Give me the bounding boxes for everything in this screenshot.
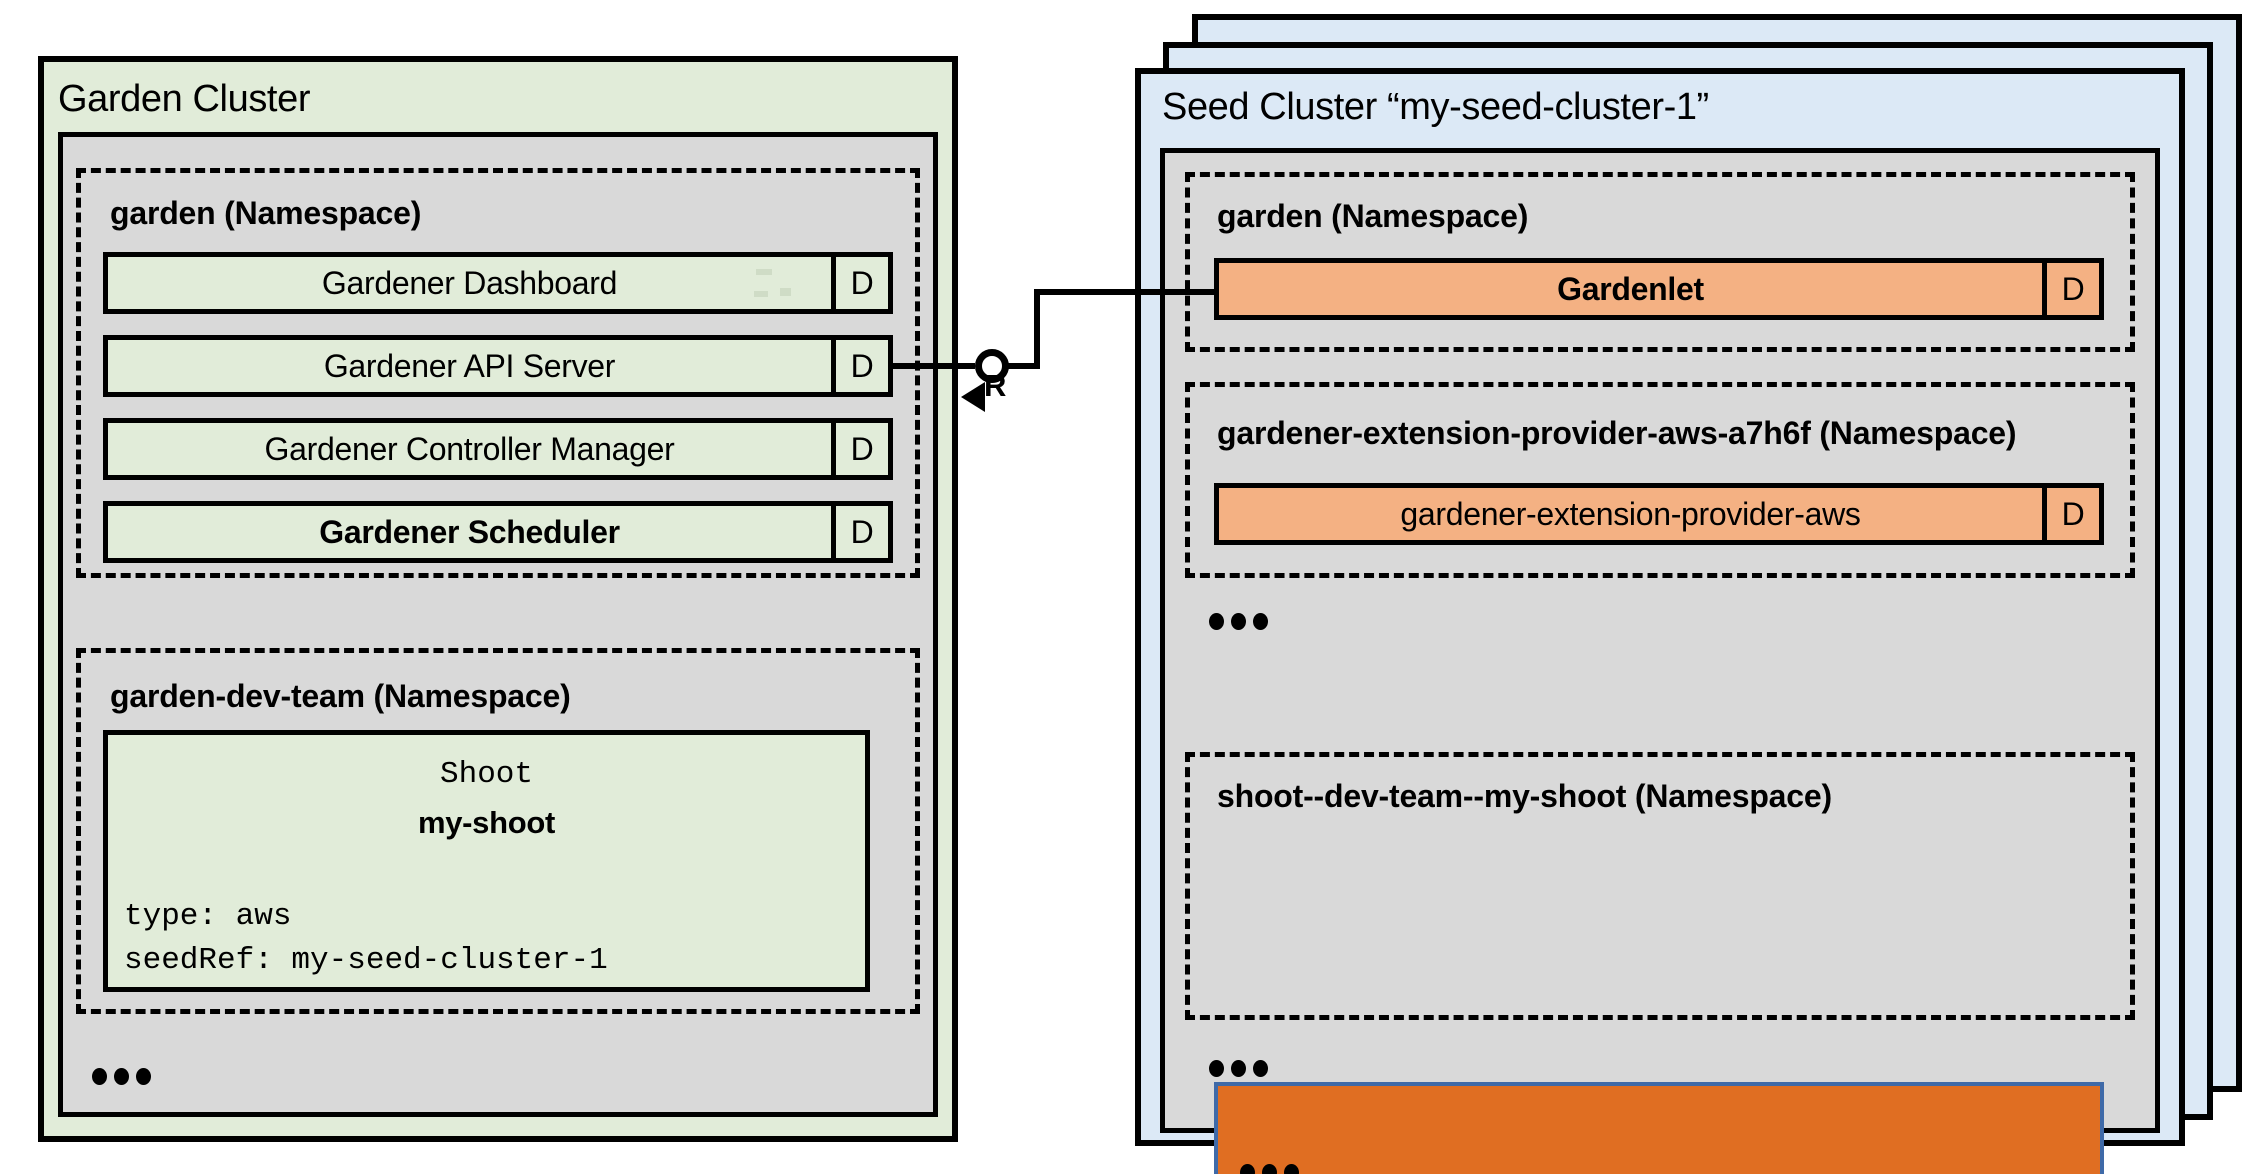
seed-shoot-namespace-box [1185,752,2135,1020]
component-label: Gardener Dashboard [321,264,618,301]
deployment-badge: D [2042,263,2099,315]
garden-cluster-title: Garden Cluster [58,78,311,120]
garden-cluster-more-indicator [92,1068,151,1085]
render-artifact-mark [756,269,772,275]
component-label: Gardener Scheduler [319,513,620,550]
deployment-badge: D [2042,488,2099,540]
garden-namespace-box [76,168,920,578]
render-artifact-mark [754,291,768,297]
connector-relation-label: R [984,368,1007,403]
component-label: gardener-extension-provider-aws [1400,495,1861,532]
component-gardenlet[interactable]: Gardenlet D [1214,258,2104,320]
shoot-resource-name: my-shoot [417,805,556,840]
shoot-cluster-control-plane[interactable]: Shoot Cluster Control Plane [1214,1082,2104,1174]
component-gardener-scheduler[interactable]: Gardener Scheduler D [103,501,893,563]
seed-cluster-title: Seed Cluster “my-seed-cluster-1” [1162,86,1709,128]
seed-cluster-more-indicator-middle [1209,613,1268,630]
component-body: Gardener Controller Manager [108,423,831,475]
seed-extension-namespace-box [1185,382,2135,578]
shoot-resource-kind: Shoot [439,757,533,792]
deployment-badge: D [831,423,888,475]
render-artifact-mark [780,288,791,296]
garden-dev-team-namespace-label: garden-dev-team (Namespace) [110,678,571,714]
component-body: Gardener Scheduler [108,506,831,558]
connector-segment-top-run [1034,289,1216,295]
component-gardener-api-server[interactable]: Gardener API Server D [103,335,893,397]
shoot-resource-card[interactable]: Shoot my-shoot type: aws seedRef: my-see… [103,730,870,992]
component-gardener-controller-manager[interactable]: Gardener Controller Manager D [103,418,893,480]
seed-garden-namespace-label: garden (Namespace) [1217,198,1529,234]
connector-socket-icon [975,349,1009,383]
component-label: Gardener API Server [323,347,616,384]
connector-segment-to-riser [1008,363,1040,369]
component-body: Gardener API Server [108,340,831,392]
deployment-badge: D [831,257,888,309]
connector-segment-riser [1034,289,1040,369]
component-label: Gardener Controller Manager [264,430,675,467]
garden-namespace-label: garden (Namespace) [110,195,422,231]
seed-shoot-namespace-label: shoot--dev-team--my-shoot (Namespace) [1217,778,1832,814]
component-label: Gardenlet [1557,270,1704,307]
seed-extension-namespace-label: gardener-extension-provider-aws-a7h6f (N… [1217,415,2017,451]
garden-dev-team-namespace-box [76,648,920,1014]
deployment-badge: D [831,340,888,392]
component-gardener-extension-provider-aws[interactable]: gardener-extension-provider-aws D [1214,483,2104,545]
deployment-badge: D [831,506,888,558]
control-plane-more-indicator [1240,1164,1299,1174]
component-body: Gardenlet [1219,263,2042,315]
shoot-resource-field-seedref: seedRef: my-seed-cluster-1 [124,943,608,978]
seed-garden-namespace-box [1185,172,2135,352]
component-body: Gardener Dashboard [108,257,831,309]
seed-cluster-more-indicator-bottom [1209,1060,1268,1077]
component-gardener-dashboard[interactable]: Gardener Dashboard D [103,252,893,314]
component-body: gardener-extension-provider-aws [1219,488,2042,540]
shoot-resource-field-type: type: aws [124,899,292,934]
connector-segment-stub-left [893,363,975,369]
connector-left-arrowhead-icon [961,382,985,412]
